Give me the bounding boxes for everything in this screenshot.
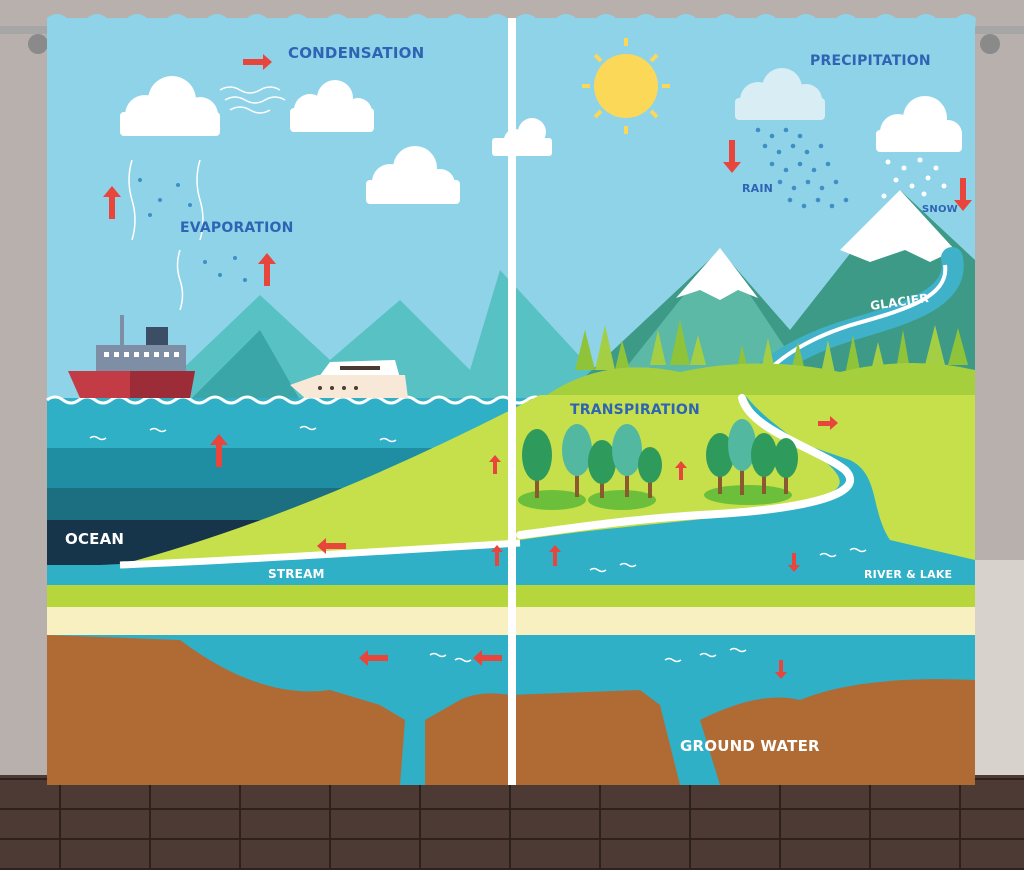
arrow-right-icon xyxy=(818,416,838,430)
river xyxy=(520,395,975,590)
snow-cap-2 xyxy=(840,190,955,262)
rain-label: RAIN xyxy=(742,182,774,195)
arrow-left-icon xyxy=(473,650,502,666)
arrow-left-icon xyxy=(317,538,346,554)
arrow-down-icon xyxy=(775,660,787,679)
curtain-hooks xyxy=(47,14,976,30)
soil xyxy=(47,635,405,785)
arrow-right-icon xyxy=(243,54,272,70)
ocean-wave-line xyxy=(46,395,544,405)
cloud-icon-1 xyxy=(120,76,220,136)
arrow-up-icon xyxy=(489,455,501,474)
rod-finial-right xyxy=(980,34,1000,54)
curtain-split xyxy=(508,18,516,785)
snow-flakes xyxy=(881,157,947,203)
stream-label: STREAM xyxy=(268,567,325,581)
wall-right-highlight xyxy=(975,560,1024,775)
deciduous-trees xyxy=(518,419,798,510)
evaporation-label: EVAPORATION xyxy=(180,220,294,236)
arrow-up-icon xyxy=(675,461,687,480)
cloud-icon-snow xyxy=(876,96,962,152)
stream-band xyxy=(47,545,520,585)
soil-mid xyxy=(425,690,680,785)
cloud-icon-2 xyxy=(290,80,374,132)
condensation-label: CONDENSATION xyxy=(288,44,425,62)
arrow-up-icon xyxy=(549,545,561,566)
yacht xyxy=(290,360,408,398)
arrow-down-icon xyxy=(954,178,972,211)
ripples xyxy=(89,425,867,663)
vapor-lines xyxy=(128,86,286,311)
soil-right xyxy=(700,679,975,785)
transpiration-label: TRANSPIRATION xyxy=(570,402,700,418)
river-bank-line xyxy=(516,394,854,539)
snow-cap-1 xyxy=(676,248,758,300)
arrow-up-icon xyxy=(210,434,228,467)
river-lake-label: RIVER & LAKE xyxy=(864,568,953,581)
floor xyxy=(0,775,1024,870)
mountain-left-shade xyxy=(190,330,300,400)
cloud-icon-3 xyxy=(366,146,460,204)
precipitation-label: PRECIPITATION xyxy=(810,53,931,69)
ground-water-label: GROUND WATER xyxy=(680,737,820,755)
arrow-left-icon xyxy=(359,650,388,666)
arrow-down-icon xyxy=(723,140,741,173)
cloud-icon-rain xyxy=(735,68,825,120)
arrow-up-icon xyxy=(103,186,121,219)
sun-icon xyxy=(582,38,670,134)
stream-top-line xyxy=(119,539,521,569)
rain-drops xyxy=(138,127,849,282)
flow-arrows xyxy=(103,54,972,679)
snow-label: SNOW xyxy=(922,204,958,215)
rod-finial-left xyxy=(28,34,48,54)
ocean-label: OCEAN xyxy=(65,530,125,548)
cargo-ship xyxy=(68,315,195,398)
arrow-down-icon xyxy=(788,553,800,572)
arrow-up-icon xyxy=(491,545,503,566)
arrow-up-icon xyxy=(258,253,276,286)
